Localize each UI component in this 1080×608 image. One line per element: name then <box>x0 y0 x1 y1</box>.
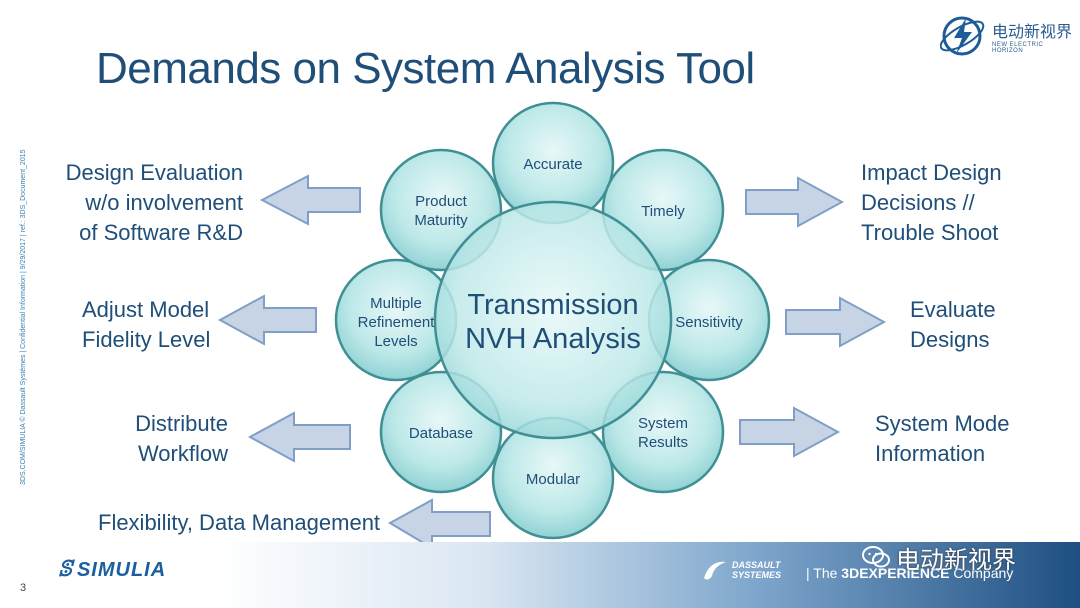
label-sysmode-line2: Information <box>875 441 986 466</box>
dassault-wordmark: DASSAULT SYSTEMES <box>732 560 781 580</box>
circle-label-multiple-3: Levels <box>374 333 417 350</box>
brand-name-cn: 电动新视界 <box>992 24 1073 41</box>
arrow-right-impact <box>745 176 845 228</box>
label-distribute-line1: Distribute <box>135 411 228 436</box>
arrow-right-sysmode <box>739 406 841 458</box>
simulia-wordmark: SIMULIA <box>76 559 167 581</box>
circle-label-system-results-2: Results <box>638 434 688 451</box>
arrow-left-flexibility <box>387 498 491 550</box>
company-tagline: | The 3DEXPERIENCE Company <box>806 565 1013 581</box>
lightning-globe-icon <box>939 16 985 56</box>
footer-band <box>0 542 1080 608</box>
center-title-line1: Transmission <box>467 289 638 321</box>
circle-label-timely: Timely <box>641 203 685 220</box>
page-title: Demands on System Analysis Tool <box>96 44 755 93</box>
label-impact-line3: Trouble Shoot <box>861 220 999 245</box>
label-impact-line2: Decisions // <box>861 190 975 215</box>
page-number: 3 <box>20 582 27 594</box>
label-distribute-line2: Workflow <box>137 441 228 466</box>
watermark-text: 电动新视界 <box>896 547 1016 574</box>
arrow-right-evaluate <box>785 296 887 348</box>
circle-label-sensitivity: Sensitivity <box>675 314 743 331</box>
circle-label-database: Database <box>409 425 473 442</box>
label-design-evaluation: Design Evaluation w/o involvement of Sof… <box>40 158 243 248</box>
circle-label-multiple-1: Multiple <box>370 295 422 312</box>
label-evaluate-line1: Evaluate <box>910 297 996 322</box>
dassault-line2: SYSTEMES <box>732 570 782 580</box>
tagline-pre: | The <box>806 565 842 581</box>
label-impact-design: Impact Design Decisions // Trouble Shoot <box>861 158 1061 248</box>
circle-label-accurate: Accurate <box>523 156 582 173</box>
tagline-post: Company <box>949 565 1014 581</box>
label-adjust-model-line1: Adjust Model <box>82 297 210 322</box>
tagline-bold: 3DEXPERIENCE <box>841 565 950 581</box>
center-title-line2: NVH Analysis <box>465 323 641 355</box>
label-design-evaluation-line1: Design Evaluation <box>65 160 243 185</box>
circle-label-product-2: Maturity <box>414 212 468 229</box>
arrow-left-design-eval <box>259 174 361 226</box>
wechat-icon <box>862 546 890 568</box>
circle-label-system-results-1: System <box>638 415 688 432</box>
label-adjust-model-line2: Fidelity Level <box>82 327 211 352</box>
label-sysmode-line1: System Mode <box>875 411 1010 436</box>
brand-name-en: NEW ELECTRIC HORIZON <box>992 42 1044 54</box>
label-adjust-model: Adjust Model Fidelity Level <box>82 295 242 355</box>
label-design-evaluation-line3: of Software R&D <box>79 220 243 245</box>
circle-label-multiple-2: Refinement <box>358 314 436 331</box>
dassault-line1: DASSAULT <box>732 560 781 570</box>
circle-label-modular: Modular <box>526 471 580 488</box>
arrow-left-adjust <box>217 294 317 346</box>
label-design-evaluation-line2: w/o involvement <box>85 190 243 215</box>
label-flexibility: Flexibility, Data Management <box>98 510 381 535</box>
circle-label-product-1: Product <box>415 193 468 210</box>
label-system-mode: System Mode Information <box>875 409 1065 469</box>
label-evaluate-line2: Designs <box>910 327 990 352</box>
center-circle <box>433 200 673 440</box>
brand-logo: 电动新视界 NEW ELECTRIC HORIZON <box>939 8 1075 58</box>
label-impact-line1: Impact Design <box>861 160 1002 185</box>
label-distribute-workflow: Distribute Workflow <box>90 409 228 469</box>
ds-logo-icon: ꕷ <box>58 556 73 581</box>
label-evaluate-designs: Evaluate Designs <box>910 295 1060 355</box>
arrow-left-distribute <box>247 411 351 463</box>
dassault-logo-icon <box>704 561 726 580</box>
